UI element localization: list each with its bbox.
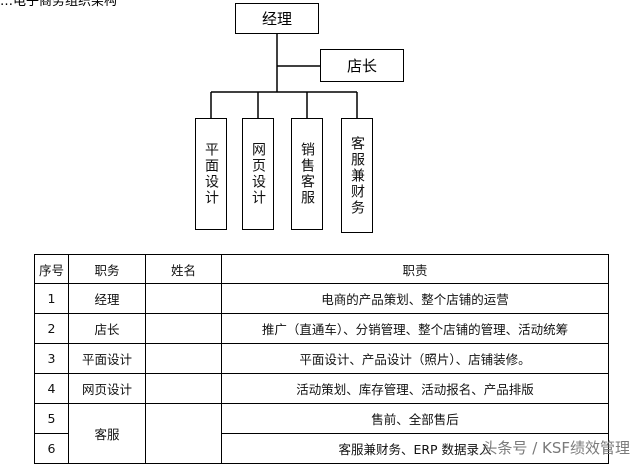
table-row: 1 经理 电商的产品策划、整个店铺的运营 — [34, 283, 609, 314]
cell-duty: 活动策划、库存管理、活动报名、产品排版 — [221, 373, 609, 404]
cell-duty: 电商的产品策划、整个店铺的运营 — [221, 283, 609, 314]
org-box-web-design: 网页设计 — [242, 118, 274, 230]
watermark: 头条号 / KSF绩效管理 — [482, 439, 630, 457]
table-header-row: 序号 职务 姓名 职责 — [34, 254, 609, 284]
cell-name — [145, 313, 222, 344]
table-row: 6 客服兼财务、ERP 数据录入 — [34, 433, 609, 464]
cell-no: 3 — [34, 343, 69, 374]
header-fragment: …电子商务组织架构 — [0, 0, 118, 9]
cell-no: 1 — [34, 283, 69, 314]
org-box-service-finance: 客服兼财务 — [341, 118, 373, 233]
cell-duty: 客服兼财务、ERP 数据录入 — [221, 433, 609, 464]
cell-role: 平面设计 — [68, 343, 146, 374]
cell-name — [145, 403, 222, 464]
header-name: 姓名 — [145, 254, 222, 284]
cell-no: 2 — [34, 313, 69, 344]
cell-name — [145, 343, 222, 374]
cell-no: 4 — [34, 373, 69, 404]
cell-name — [145, 373, 222, 404]
table-row: 3 平面设计 平面设计、产品设计（照片）、店铺装修。 — [34, 343, 609, 374]
cell-role: 客服 — [68, 403, 146, 464]
cell-duty: 售前、全部售后 — [221, 403, 609, 434]
org-box-manager: 经理 — [235, 3, 319, 34]
cell-duty: 平面设计、产品设计（照片）、店铺装修。 — [221, 343, 609, 374]
cell-role: 店长 — [68, 313, 146, 344]
cell-duty: 推广（直通车）、分销管理、整个店铺的管理、活动统筹 — [221, 313, 609, 344]
header-duty: 职责 — [221, 254, 609, 284]
cell-name — [145, 283, 222, 314]
cell-role: 经理 — [68, 283, 146, 314]
duty-table: 序号 职务 姓名 职责 1 经理 电商的产品策划、整个店铺的运营 2 店长 推广… — [34, 254, 609, 464]
org-box-graphic-design: 平面设计 — [195, 118, 227, 230]
org-box-store-manager: 店长 — [320, 49, 404, 82]
cell-no: 6 — [34, 433, 69, 464]
cell-no: 5 — [34, 403, 69, 434]
org-chart: …电子商务组织架构 经理 店长 平面设计 网页设计 销售客服 客服兼财务 — [0, 0, 404, 233]
org-box-sales-service: 销售客服 — [291, 118, 323, 230]
header-no: 序号 — [34, 254, 69, 284]
org-chart-connectors — [210, 34, 358, 118]
cell-role: 网页设计 — [68, 373, 146, 404]
table-row: 2 店长 推广（直通车）、分销管理、整个店铺的管理、活动统筹 — [34, 313, 609, 344]
table-row: 4 网页设计 活动策划、库存管理、活动报名、产品排版 — [34, 373, 609, 404]
header-role: 职务 — [68, 254, 146, 284]
table-row: 5 客服 售前、全部售后 — [34, 403, 609, 464]
